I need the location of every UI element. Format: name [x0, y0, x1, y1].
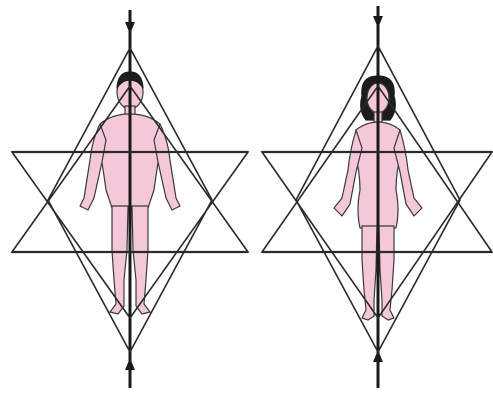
male-top-arrow-icon [125, 22, 135, 34]
male-bottom-arrow-icon [125, 358, 135, 370]
female-diagram [262, 6, 492, 388]
female-top-arrow-icon [373, 16, 383, 28]
male-diagram [12, 10, 248, 388]
